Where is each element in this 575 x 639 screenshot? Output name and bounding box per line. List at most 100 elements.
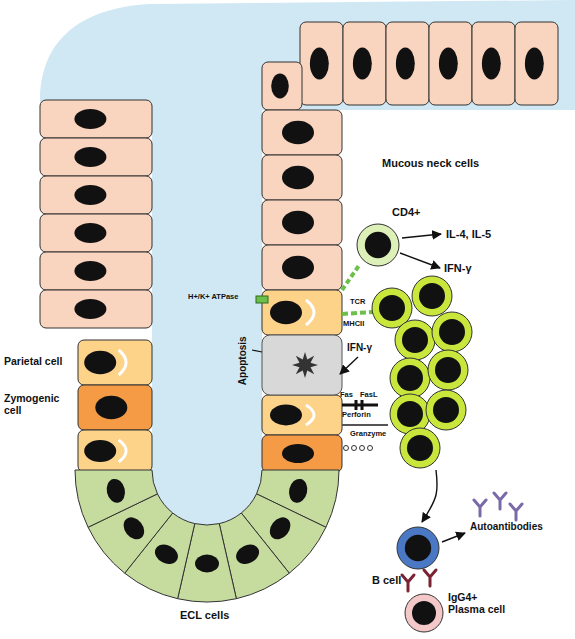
zymogenic-cell — [262, 435, 342, 472]
antibody — [510, 504, 522, 520]
mucous-neck-cell — [262, 155, 342, 200]
nucleus — [407, 435, 433, 461]
nucleus — [270, 405, 302, 426]
parietal-cell — [78, 430, 152, 472]
mucous-neck-cell — [262, 62, 302, 110]
canaliculus — [306, 300, 314, 325]
nucleus — [282, 121, 314, 144]
nucleus — [402, 327, 428, 353]
cell-label: IgG4+ Plasma cell — [448, 591, 510, 615]
cytotoxic-t-cells — [372, 276, 472, 468]
mucous-neck-cell — [40, 138, 152, 176]
molecule-label: Fas — [340, 391, 353, 400]
mucous-neck-cell — [40, 290, 152, 328]
granzyme-granule — [360, 446, 365, 451]
molecule-label: Granzyme — [350, 430, 386, 439]
canaliculus — [119, 350, 126, 375]
cytokine-arrow — [400, 253, 440, 268]
zymogenic-cell — [78, 385, 152, 430]
mucous-neck-cell — [40, 100, 152, 138]
nucleus — [84, 351, 116, 374]
cell-shape — [396, 526, 440, 570]
nucleus — [270, 301, 302, 324]
nucleus — [74, 185, 106, 205]
nucleus — [95, 396, 127, 419]
ecl-cell — [75, 470, 157, 527]
ifn-arrow — [340, 357, 358, 374]
mucous-neck-cell — [472, 22, 515, 105]
mucous-neck-cell — [40, 176, 152, 214]
mucous-neck-cell — [40, 214, 152, 252]
cell-shape — [356, 223, 400, 267]
plasma-cell: IgG4+ Plasma cell — [404, 593, 444, 633]
nucleus — [439, 319, 465, 345]
nucleus — [435, 357, 461, 383]
molecule-label: TCR — [350, 298, 365, 307]
antibody — [474, 500, 486, 516]
mhc-contact — [342, 264, 360, 290]
t-cell — [390, 358, 430, 398]
apoptotic-cell — [262, 335, 342, 395]
cytokine-label: IL-4, IL-5 — [446, 228, 491, 241]
nucleus — [74, 261, 106, 281]
nucleus — [405, 535, 431, 561]
antibody-label: Autoantibodies — [470, 521, 543, 533]
b-cell: B cell — [396, 526, 440, 570]
cd4-t-cell: CD4+ — [356, 223, 400, 267]
mucous-neck-cell — [300, 22, 343, 105]
nucleus — [282, 256, 314, 279]
mucous-neck-cell — [515, 22, 558, 105]
nucleus — [74, 147, 106, 167]
nucleus — [439, 48, 458, 80]
nucleus — [152, 541, 181, 568]
molecule-label: MHCII — [343, 320, 364, 329]
cell-type-label: Parietal cell — [4, 355, 62, 367]
nucleus — [419, 283, 445, 309]
nucleus — [353, 48, 372, 80]
nucleus — [74, 223, 106, 243]
parietal-cell — [262, 395, 342, 435]
nucleus — [282, 211, 314, 234]
antibody-arrow — [442, 533, 465, 542]
cell-type-label: ECL cells — [180, 609, 229, 622]
nucleus — [195, 555, 219, 573]
molecule-label: FasL — [360, 391, 378, 400]
antibody — [402, 575, 414, 591]
nucleus — [412, 601, 436, 625]
t-cell — [400, 428, 440, 468]
leader-line — [252, 350, 262, 352]
parietal-cell — [78, 340, 152, 385]
cell-body — [397, 527, 439, 569]
proton-pump — [256, 296, 268, 303]
nucleus — [282, 444, 314, 463]
process-label: Apoptosis — [237, 331, 249, 391]
nucleus — [104, 477, 127, 504]
mucous-neck-cell — [262, 110, 342, 155]
antibody — [494, 493, 506, 509]
cell-body — [357, 224, 399, 266]
nucleus — [396, 48, 415, 80]
nucleus — [482, 48, 501, 80]
cell-body — [405, 594, 443, 632]
nucleus — [84, 440, 116, 462]
t-cell — [428, 350, 468, 390]
nucleus — [266, 513, 295, 543]
cell-label: B cell — [372, 574, 401, 587]
nucleus — [119, 513, 148, 543]
t-cell — [432, 312, 472, 352]
granzyme-granule — [368, 446, 373, 451]
canaliculus — [306, 405, 314, 425]
nucleus — [287, 477, 310, 504]
nucleus — [74, 109, 106, 129]
cell-shape — [404, 593, 444, 633]
parietal-cell — [262, 290, 342, 335]
fas-fasl — [342, 400, 378, 410]
mucous-neck-cell — [40, 252, 152, 290]
antibody — [424, 570, 436, 586]
mucous-neck-cell — [262, 245, 342, 290]
nucleus — [282, 166, 314, 189]
mucous-neck-cell — [343, 22, 386, 105]
nucleus — [74, 299, 106, 319]
nucleus — [525, 48, 544, 80]
